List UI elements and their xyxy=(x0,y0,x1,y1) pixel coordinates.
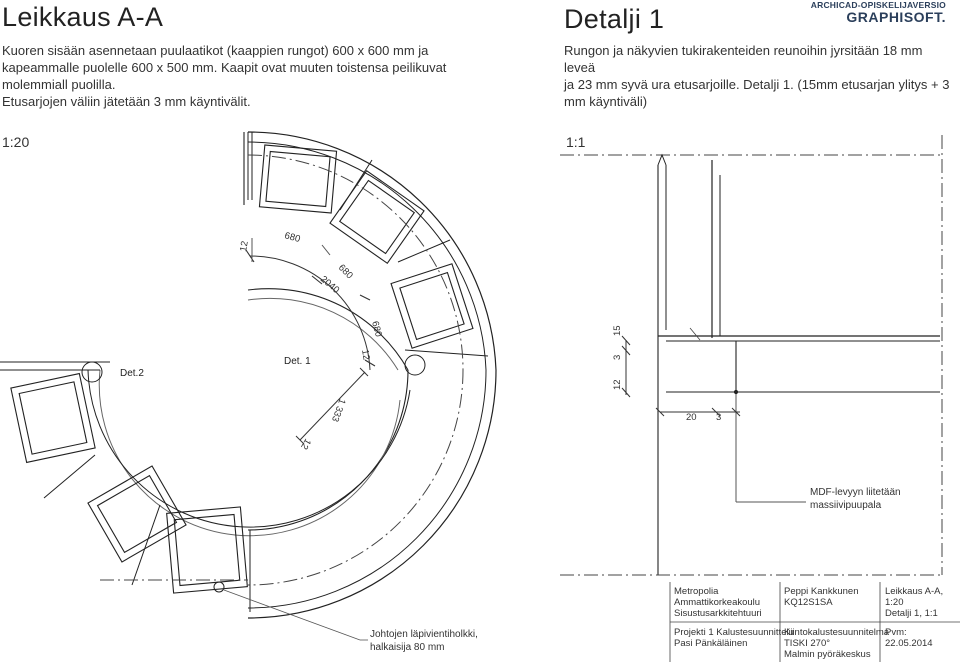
dim-label: 680 xyxy=(369,320,384,338)
dim-label: 12 xyxy=(612,379,623,390)
tb-date-label: Pvm: xyxy=(885,627,907,638)
section-description-line: molemmiall puolilla. xyxy=(2,77,116,92)
tb-sheet: Leikkaus A-A, 1:20 Detalji 1, 1:1 xyxy=(885,586,944,619)
dim-label: 680 xyxy=(283,230,301,245)
detail-description-line: ja 23 mm syvä ura etusarjoille. Detalji … xyxy=(564,77,950,92)
tb-work: Kiintokalustesuunnitelma TISKI 270° Malm… xyxy=(784,627,890,660)
dim-label: 12 xyxy=(238,240,251,252)
section-description-line: Kuoren sisään asennetaan puulaatikot (ka… xyxy=(2,43,429,58)
dim-label: 20 xyxy=(686,412,697,423)
graphisoft-logo: GRAPHISOFT. xyxy=(846,9,946,25)
section-description-line: kapeammalle puolelle 600 x 500 mm. Kaapi… xyxy=(2,60,447,75)
dim-label: 3 xyxy=(612,355,623,360)
detail-description-line: Rungon ja näkyvien tukirakenteiden reuno… xyxy=(564,43,923,75)
tb-date: 22.05.2014 xyxy=(885,638,933,649)
counter-plan xyxy=(0,131,497,641)
section-description: Kuoren sisään asennetaan puulaatikot (ka… xyxy=(2,42,472,110)
detail-scale: 1:1 xyxy=(566,134,586,150)
section-title: Leikkaus A-A xyxy=(2,2,164,32)
det1-label: Det. 1 xyxy=(284,356,311,367)
dim-label: 12 xyxy=(298,437,313,452)
tb-author: Peppi Kankkunen KQ12S1SA xyxy=(784,586,859,608)
tb-organisation: Metropolia Ammattikorkeakoulu Sisustusar… xyxy=(674,586,762,619)
section-scale: 1:20 xyxy=(2,134,30,150)
dim-label: 1 333 xyxy=(329,397,347,423)
det2-label: Det.2 xyxy=(120,368,144,379)
cable-note: Johtojen läpivientiholkki, halkaisija 80… xyxy=(370,629,478,653)
mdf-note: MDF-levyyn liitetään massiivipuupala xyxy=(810,487,901,511)
detail-description-line: mm käyntiväli) xyxy=(564,94,648,109)
detail-drawing xyxy=(560,135,943,576)
detail-title: Detalji 1 xyxy=(564,4,665,34)
dim-label: 2040 xyxy=(318,274,341,296)
title-block xyxy=(669,582,960,662)
dim-label: 12 xyxy=(359,349,372,361)
tb-project: Projekti 1 Kalustesuunnittelu Pasi Pänkä… xyxy=(674,627,794,649)
section-description-line: Etusarjojen väliin jätetään 3 mm käyntiv… xyxy=(2,94,251,109)
dim-label: 680 xyxy=(336,262,355,281)
detail-description: Rungon ja näkyvien tukirakenteiden reuno… xyxy=(564,42,954,110)
student-version-label: ARCHICAD-OPISKELIJAVERSIO xyxy=(810,0,946,10)
dim-label: 15 xyxy=(612,325,623,336)
dim-label: 3 xyxy=(716,412,721,423)
